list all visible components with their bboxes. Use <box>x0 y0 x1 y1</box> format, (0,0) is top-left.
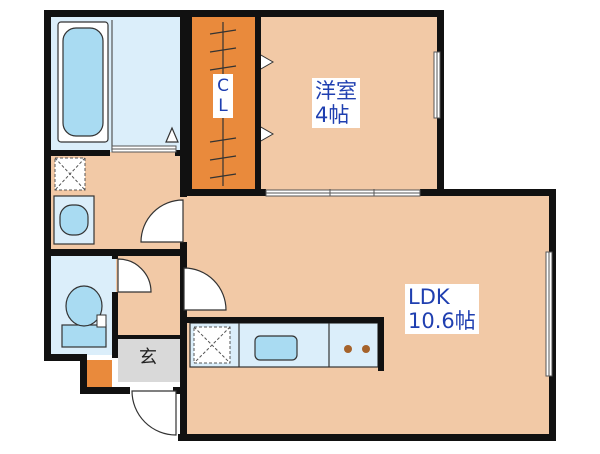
shoe-closet <box>86 360 112 388</box>
western-room-name: 洋室 <box>315 79 357 103</box>
entrance-label: 玄 <box>139 347 157 368</box>
entrance-floor <box>118 337 183 382</box>
bathtub-icon <box>62 27 104 137</box>
bath-faucet <box>165 126 179 143</box>
toilet-cabinet <box>96 314 107 328</box>
closet-label-c: C <box>217 76 229 96</box>
door-swing-icon <box>131 390 177 436</box>
doors <box>117 199 227 436</box>
toilet-tank <box>61 324 107 348</box>
closet-label: C L <box>213 74 233 118</box>
ldk-name: LDK <box>408 285 450 309</box>
washbasin-icon <box>59 204 89 236</box>
stove-burner-icon <box>362 345 370 353</box>
door-swing-icon <box>117 258 152 293</box>
ldk-size: 10.6帖 <box>408 309 476 334</box>
door-swing-icon <box>140 199 184 243</box>
ldk-floor <box>183 196 550 434</box>
ldk-label: LDK 10.6帖 <box>405 284 479 335</box>
windows <box>111 51 553 377</box>
closet-label-l: L <box>218 96 228 116</box>
stove-burner-icon <box>344 345 352 353</box>
closet-hangers <box>209 29 237 179</box>
western-room-label: 洋室 4帖 <box>312 78 360 129</box>
toilet-icon <box>65 285 103 327</box>
western-room-size: 4帖 <box>315 103 350 128</box>
kitchen-sink-icon <box>254 335 298 361</box>
door-swing-icon <box>183 267 227 311</box>
